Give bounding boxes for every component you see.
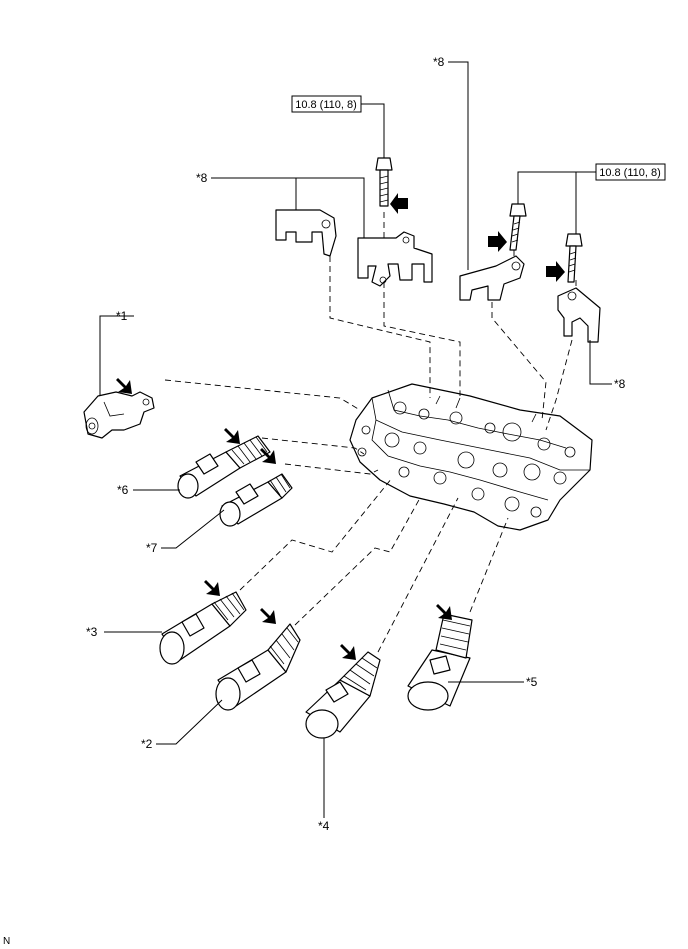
arrow-icon [436,604,452,620]
leader-lines [99,61,612,818]
arrow-icon [340,644,356,660]
valve-body [349,383,593,531]
callout-label-2: *2 [141,737,153,751]
arrow-icon [260,448,276,464]
callout-label-8-left: *8 [196,171,208,185]
bracket-right-lower [557,287,601,343]
callout-label-4: *4 [318,819,330,833]
bolt-center [375,157,393,207]
solenoid-2 [215,623,301,711]
arrow-icon [390,193,408,214]
arrow-icon [260,608,276,624]
callout-label-3: *3 [86,625,98,639]
callout-label-1: *1 [116,309,128,323]
bolt-right-2 [565,233,583,283]
callout-label-8-top: *8 [433,55,445,69]
orientation-mark: N [3,936,10,947]
callout-label-8-right: *8 [614,377,626,391]
arrow-icon [488,231,507,252]
solenoid-7 [219,473,293,527]
solenoid-sensor-1 [83,391,155,439]
torque-spec-text: 10.8 (110, 8) [599,167,661,179]
assembly-guide-lines [164,212,577,653]
torque-spec-box-1: 10.8 (110, 8) [291,95,362,113]
callout-label-5: *5 [526,675,538,689]
solenoid-4 [305,651,381,739]
solenoid-6 [177,435,271,499]
bracket-left [275,209,337,257]
solenoid-3 [159,591,247,665]
bolt-right-1 [509,203,527,251]
torque-spec-box-2: 10.8 (110, 8) [595,163,666,181]
bracket-center [357,231,433,287]
arrow-icon [546,261,565,282]
bracket-right-upper [459,255,525,301]
callout-label-6: *6 [117,483,129,497]
solenoid-5 [407,613,473,711]
arrow-icon [224,428,240,444]
arrow-icon [116,378,132,394]
torque-spec-text: 10.8 (110, 8) [295,99,357,111]
callout-label-7: *7 [146,541,158,555]
arrow-icon [204,580,220,596]
